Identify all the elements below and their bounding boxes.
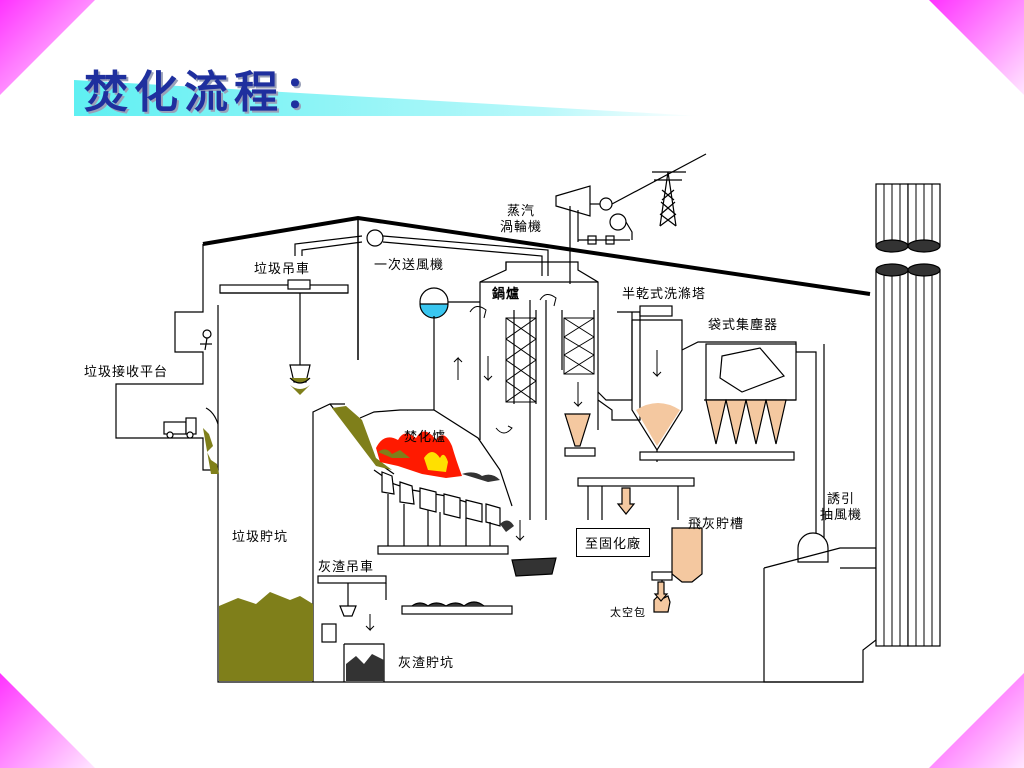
- label-jumbo-bag: 太空包: [610, 606, 646, 619]
- slide-title: 焚化流程：: [84, 67, 334, 118]
- label-to-solidification: 至固化廠: [576, 528, 651, 557]
- steam-turbine: [555, 153, 707, 284]
- label-incinerator: 焚化爐: [404, 430, 447, 445]
- label-induced-fan-line2: 抽風機: [820, 507, 863, 523]
- ash-conveyors: [564, 413, 695, 520]
- solidification-arrow-icon: [616, 487, 636, 515]
- label-waste-crane: 垃圾吊車: [254, 262, 311, 277]
- label-receiving-platform: 垃圾接收平台: [84, 365, 169, 380]
- primary-fan: [294, 229, 549, 276]
- label-primary-fan: 一次送風機: [374, 258, 445, 273]
- label-ash-pit: 灰渣貯坑: [398, 656, 455, 671]
- truck-icon: [163, 417, 197, 439]
- heat-exchanger: [505, 317, 595, 403]
- flow-arrows: [365, 294, 662, 632]
- label-ash-crane: 灰渣吊車: [318, 560, 375, 575]
- ash-pile: [346, 654, 384, 681]
- label-scrubber: 半乾式洗滌塔: [622, 287, 707, 302]
- incinerator-waste-bed: [332, 406, 392, 470]
- waste-pile: [219, 592, 313, 681]
- induced-fan: [763, 532, 877, 683]
- title-bar: [74, 80, 700, 116]
- label-steam-turbine-line1: 蒸汽: [507, 204, 536, 219]
- label-fly-ash-tank: 飛灰貯槽: [688, 517, 745, 532]
- label-steam-turbine: 蒸汽 渦輪機: [500, 204, 542, 235]
- label-waste-pit: 垃圾貯坑: [232, 530, 289, 545]
- boiler-drum: [419, 287, 480, 410]
- label-induced-fan: 誘引 抽風機: [820, 492, 862, 523]
- scrubber-tower: [617, 305, 825, 548]
- fire-yellow: [424, 452, 448, 472]
- chimney-stack: [875, 183, 941, 647]
- label-steam-turbine-line2: 渦輪機: [500, 219, 543, 235]
- label-baghouse: 袋式集塵器: [708, 318, 779, 333]
- operator-icon: [200, 329, 212, 351]
- waste-crane: [219, 279, 349, 384]
- power-tower-icon: [652, 171, 686, 227]
- incinerator-grate: [359, 409, 557, 615]
- label-boiler: 鍋爐: [492, 287, 521, 302]
- baghouse: [639, 343, 797, 461]
- label-induced-fan-line1: 誘引: [827, 492, 856, 507]
